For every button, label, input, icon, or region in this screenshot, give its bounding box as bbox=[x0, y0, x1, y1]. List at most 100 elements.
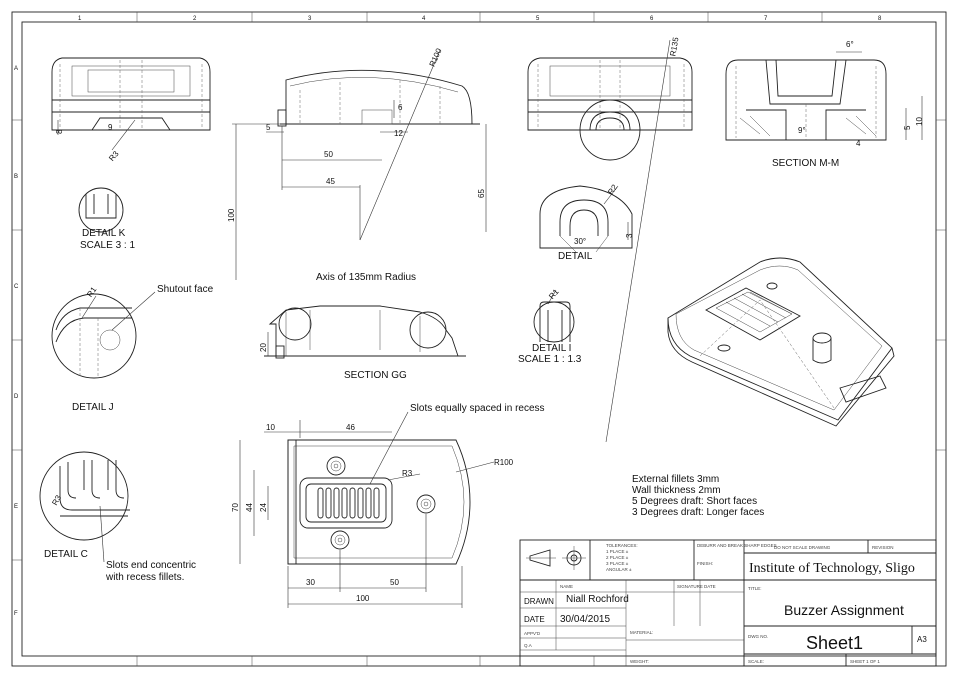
zone-row-a: A bbox=[14, 66, 18, 72]
front-view: 8 9 R3 bbox=[51, 57, 211, 163]
tolerance-0: TOLERANCES: bbox=[606, 543, 638, 548]
detail-c-note-2: with recess fillets. bbox=[105, 572, 184, 583]
side-dim-12: 12 bbox=[394, 129, 403, 138]
zone-row-c: C bbox=[14, 284, 19, 290]
tolerance-1: 1 PLACE ± bbox=[606, 549, 629, 554]
section-mm-angle: 6° bbox=[846, 40, 854, 49]
name-label: NAME bbox=[560, 584, 573, 589]
section-mm-dim-10: 10 bbox=[915, 117, 924, 126]
side-view: R100 5 50 45 100 65 6 12 Axis of 135mm R… bbox=[227, 46, 487, 283]
scale-label: SCALE: bbox=[748, 659, 764, 664]
dwg-no-label: DWG NO. bbox=[748, 634, 768, 639]
drawn-label: DRAWN bbox=[524, 597, 554, 606]
appvd-label: APPV'D bbox=[524, 631, 541, 636]
detail-i-scale: SCALE 1 : 1.3 bbox=[518, 354, 582, 365]
do-not-scale: DO NOT SCALE DRAWING bbox=[774, 545, 831, 550]
tolerance-3: 3 PLACE ± bbox=[606, 561, 629, 566]
plan-dim-10: 10 bbox=[266, 423, 275, 432]
front-dim-r3: R3 bbox=[107, 149, 121, 163]
drawn-date: 30/04/2015 bbox=[560, 614, 610, 625]
deburr-note: DEBURR AND BREAK SHARP EDGES bbox=[697, 543, 777, 548]
detail-l-dim-3: 3 bbox=[625, 233, 634, 238]
zone-row-b: B bbox=[14, 174, 18, 180]
detail-k-scale: SCALE 3 : 1 bbox=[80, 240, 135, 251]
plan-slots bbox=[317, 487, 380, 519]
side-radius-r100: R100 bbox=[428, 46, 444, 68]
side-dim-50: 50 bbox=[324, 150, 333, 159]
detail-k-title: DETAIL K bbox=[82, 228, 126, 239]
detail-l: R2 30° 3 DETAIL bbox=[539, 182, 634, 262]
side-dim-65: 65 bbox=[477, 189, 486, 198]
plan-dim-70: 70 bbox=[231, 503, 240, 512]
side-dim-6: 6 bbox=[398, 103, 403, 112]
detail-j: R1 Shutout face DETAIL J bbox=[51, 284, 214, 413]
section-mm-title: SECTION M-M bbox=[772, 158, 839, 169]
front-view-2 bbox=[527, 57, 693, 161]
plan-dim-100: 100 bbox=[356, 594, 370, 603]
section-gg-dim-20: 20 bbox=[259, 343, 268, 352]
r135-leader: R135 bbox=[605, 36, 681, 443]
axis-note: Axis of 135mm Radius bbox=[316, 272, 416, 283]
detail-i-title: DETAIL I bbox=[532, 343, 571, 354]
signature-label: SIGNATURE bbox=[677, 584, 703, 589]
section-mm-dim-9: 9° bbox=[798, 126, 806, 135]
zone-col-2: 2 bbox=[193, 16, 197, 22]
detail-i: R1 DETAIL I SCALE 1 : 1.3 bbox=[518, 287, 582, 365]
plan-note: Slots equally spaced in recess bbox=[410, 403, 545, 414]
finish-label: FINISH: bbox=[697, 561, 713, 566]
zone-col-6: 6 bbox=[650, 16, 654, 22]
plan-dim-46: 46 bbox=[346, 423, 355, 432]
detail-j-radius: R1 bbox=[85, 285, 99, 299]
plan-dim-44: 44 bbox=[245, 503, 254, 512]
date-row-label: DATE bbox=[524, 615, 545, 624]
zone-col-5: 5 bbox=[536, 16, 540, 22]
radius-r135: R135 bbox=[668, 36, 680, 57]
sheet-size: A3 bbox=[917, 635, 927, 644]
title-block: TOLERANCES: 1 PLACE ± 2 PLACE ± 3 PLACE … bbox=[519, 539, 937, 667]
drawn-name: Niall Rochford bbox=[566, 594, 629, 605]
sheet-count-label: SHEET 1 OF 1 bbox=[850, 659, 880, 664]
qa-label: Q.A bbox=[524, 643, 532, 648]
projection-symbol-icon bbox=[526, 546, 586, 570]
front-dim-9: 9 bbox=[108, 123, 113, 132]
plan-radius-r3: R3 bbox=[402, 469, 413, 478]
zone-col-8: 8 bbox=[878, 16, 882, 22]
plan-dim-30: 30 bbox=[306, 578, 315, 587]
note-4: 3 Degrees draft: Longer faces bbox=[632, 507, 764, 518]
side-dim-45: 45 bbox=[326, 177, 335, 186]
section-gg: 20 SECTION GG bbox=[259, 305, 466, 381]
detail-c-note-1: Slots end concentric bbox=[106, 560, 196, 571]
drawing-title: Buzzer Assignment bbox=[784, 602, 904, 618]
zone-col-4: 4 bbox=[422, 16, 426, 22]
weight-label: WEIGHT: bbox=[630, 659, 649, 664]
detail-i-radius: R1 bbox=[547, 287, 561, 301]
note-3: 5 Degrees draft: Short faces bbox=[632, 496, 757, 507]
general-notes: External fillets 3mm Wall thickness 2mm … bbox=[632, 474, 764, 518]
tolerance-4: ANGULAR ± bbox=[606, 567, 632, 572]
zone-col-3: 3 bbox=[308, 16, 312, 22]
material-label: MATERIAL: bbox=[630, 630, 653, 635]
date-label: DATE bbox=[704, 584, 716, 589]
plan-view: 10 46 70 44 24 30 50 100 R3 R100 Slots e… bbox=[231, 403, 545, 608]
detail-l-title: DETAIL bbox=[558, 251, 593, 262]
detail-k: DETAIL K SCALE 3 : 1 bbox=[78, 187, 135, 251]
side-dim-5: 5 bbox=[266, 123, 271, 132]
section-mm-dim-5: 5 bbox=[903, 125, 912, 130]
institution-name: Institute of Technology, Sligo bbox=[749, 561, 915, 576]
title-label: TITLE: bbox=[748, 586, 762, 591]
detail-l-radius: R2 bbox=[606, 182, 620, 196]
section-mm: 6° 9° 5 10 4 SECTION M-M bbox=[725, 40, 924, 169]
sheet-name: Sheet1 bbox=[806, 633, 863, 653]
detail-c-title: DETAIL C bbox=[44, 549, 88, 560]
side-dim-100: 100 bbox=[227, 208, 236, 222]
isometric-view bbox=[667, 257, 895, 427]
zone-col-1: 1 bbox=[78, 16, 82, 22]
detail-j-note: Shutout face bbox=[157, 284, 214, 295]
front-dim-8: 8 bbox=[55, 129, 64, 134]
plan-dim-50: 50 bbox=[390, 578, 399, 587]
zone-row-e: E bbox=[14, 504, 18, 510]
section-mm-dim-4: 4 bbox=[856, 139, 861, 148]
zone-col-7: 7 bbox=[764, 16, 768, 22]
sheet-border: 1 2 3 4 5 6 7 8 A B C D E F bbox=[11, 11, 947, 667]
